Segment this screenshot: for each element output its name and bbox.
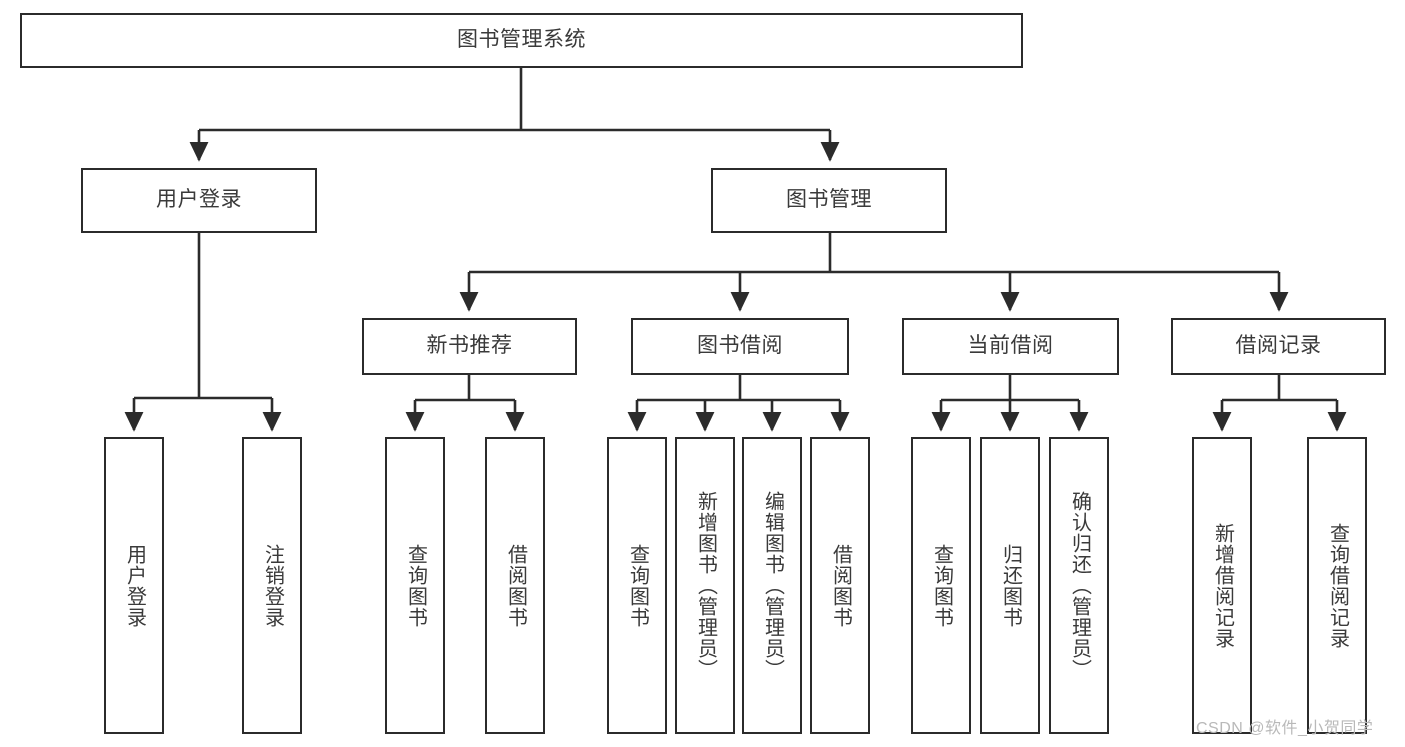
leaf-label: 查询图书 [626, 543, 649, 628]
leaf-label: 新增图书（管理员） [694, 491, 717, 680]
leaf-borrow-record-1[interactable]: 查询借阅记录 [1307, 437, 1367, 734]
node-root-label: 图书管理系统 [457, 28, 586, 52]
leaf-user-login-0[interactable]: 用户登录 [104, 437, 164, 734]
node-book-manage[interactable]: 图书管理 [711, 168, 947, 233]
node-borrow-record-label: 借阅记录 [1235, 334, 1322, 358]
node-new-book-recommend-label: 新书推荐 [426, 334, 513, 358]
leaf-label: 借阅图书 [504, 543, 527, 628]
node-book-borrow-label: 图书借阅 [697, 334, 783, 358]
leaf-label: 用户登录 [123, 543, 146, 628]
leaf-book-borrow-3[interactable]: 借阅图书 [810, 437, 870, 734]
node-new-book-recommend[interactable]: 新书推荐 [362, 318, 577, 375]
node-current-borrow-label: 当前借阅 [967, 334, 1054, 358]
leaf-current-borrow-1[interactable]: 归还图书 [980, 437, 1040, 734]
leaf-new-book-recommend-0[interactable]: 查询图书 [385, 437, 445, 734]
leaf-label: 查询图书 [930, 543, 953, 628]
leaf-label: 注销登录 [261, 543, 284, 628]
leaf-current-borrow-2[interactable]: 确认归还（管理员） [1049, 437, 1109, 734]
node-current-borrow[interactable]: 当前借阅 [902, 318, 1119, 375]
leaf-label: 归还图书 [999, 543, 1022, 628]
leaf-borrow-record-0[interactable]: 新增借阅记录 [1192, 437, 1252, 734]
leaf-label: 查询图书 [404, 543, 427, 628]
leaf-label: 查询借阅记录 [1326, 522, 1349, 649]
leaf-label: 编辑图书（管理员） [761, 491, 784, 680]
node-user-login[interactable]: 用户登录 [81, 168, 317, 233]
leaf-label: 借阅图书 [829, 543, 852, 628]
node-book-borrow[interactable]: 图书借阅 [631, 318, 849, 375]
leaf-current-borrow-0[interactable]: 查询图书 [911, 437, 971, 734]
node-borrow-record[interactable]: 借阅记录 [1171, 318, 1386, 375]
leaf-new-book-recommend-1[interactable]: 借阅图书 [485, 437, 545, 734]
leaf-label: 确认归还（管理员） [1068, 491, 1091, 680]
leaf-book-borrow-0[interactable]: 查询图书 [607, 437, 667, 734]
node-user-login-label: 用户登录 [156, 188, 242, 212]
leaf-label: 新增借阅记录 [1211, 522, 1234, 649]
leaf-book-borrow-2[interactable]: 编辑图书（管理员） [742, 437, 802, 734]
leaf-book-borrow-1[interactable]: 新增图书（管理员） [675, 437, 735, 734]
node-book-manage-label: 图书管理 [786, 188, 872, 212]
node-root[interactable]: 图书管理系统 [20, 13, 1023, 68]
leaf-user-login-1[interactable]: 注销登录 [242, 437, 302, 734]
